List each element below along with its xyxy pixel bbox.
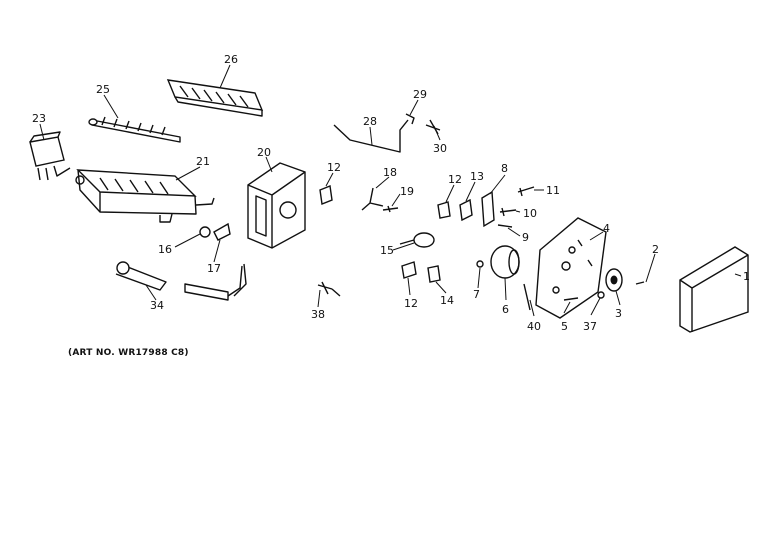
callouts: 26 25 23 21 20 12 18 19 28 29 30 16 17 3…: [32, 53, 750, 333]
callout-21: 21: [196, 155, 210, 168]
callout-7: 7: [473, 288, 480, 301]
callout-5: 5: [561, 320, 568, 333]
callout-9: 9: [522, 231, 529, 244]
callout-4: 4: [603, 222, 610, 235]
callout-18: 18: [383, 166, 397, 179]
callout-10: 10: [523, 207, 537, 220]
part-40-wire: [523, 283, 531, 311]
callout-12-b: 12: [404, 297, 418, 310]
leader-lines: [39, 64, 742, 317]
callout-19: 19: [400, 185, 414, 198]
part-4-mounting-plate: [535, 217, 607, 319]
callout-28: 28: [363, 115, 377, 128]
part-26-stripper: [166, 79, 264, 117]
part-13-switch: [459, 198, 473, 222]
callout-11: 11: [546, 184, 560, 197]
part-23-module: [29, 131, 71, 181]
callout-3: 3: [615, 307, 622, 320]
callout-20: 20: [257, 146, 271, 159]
part-17-arm: [213, 222, 231, 241]
callout-30: 30: [433, 142, 447, 155]
part-15-motor-plug: [399, 232, 435, 248]
part-25-ejector-comb: [88, 116, 181, 143]
callout-2: 2: [652, 243, 659, 256]
part-14-switch: [427, 265, 441, 283]
part-5-screw: [563, 297, 579, 301]
part-6-motor: [490, 245, 520, 279]
callout-8: 8: [501, 162, 508, 175]
part-30-pin: [425, 119, 441, 135]
callout-12-c: 12: [448, 173, 462, 186]
callout-17: 17: [207, 262, 221, 275]
part-12-switch-a: [401, 261, 417, 279]
callout-26: 26: [224, 53, 238, 66]
callout-15: 15: [380, 244, 394, 257]
callout-37: 37: [583, 320, 597, 333]
part-28-feeler-arm: [333, 119, 409, 153]
part-34-fill-tube: [115, 261, 167, 291]
part-19-screw: [382, 205, 399, 213]
part-9-screw: [497, 224, 513, 228]
part-37-screw: [597, 291, 605, 299]
callout-25: 25: [96, 83, 110, 96]
callout-34: 34: [150, 299, 164, 312]
part-7-screw: [476, 260, 484, 268]
callout-38: 38: [311, 308, 325, 321]
part-3-gear: [605, 268, 623, 292]
part-18-bracket: [361, 187, 384, 211]
callout-13: 13: [470, 170, 484, 183]
part-12-switch-b: [437, 201, 451, 219]
callout-1: 1: [743, 270, 750, 283]
part-1-cover: [679, 246, 749, 333]
callout-6: 6: [502, 303, 509, 316]
art-number: (ART NO. WR17988 C8): [68, 348, 189, 358]
callout-16: 16: [158, 243, 172, 256]
callout-29: 29: [413, 88, 427, 101]
part-10-screw: [499, 207, 517, 217]
part-16-nut: [199, 226, 211, 238]
callout-14: 14: [440, 294, 454, 307]
part-38-clip: [317, 281, 341, 297]
part-20-housing: [247, 162, 306, 249]
part-2-screw: [635, 281, 645, 285]
part-21-ice-mold: [75, 169, 215, 223]
callout-12-a: 12: [327, 161, 341, 174]
part-12-thermostat: [319, 185, 333, 205]
part-29-clip: [405, 113, 415, 125]
callout-40: 40: [527, 320, 541, 333]
part-8-bracket: [481, 190, 495, 228]
part-wire-harness: [184, 263, 247, 301]
callout-23: 23: [32, 112, 46, 125]
part-11-screw: [517, 186, 535, 197]
